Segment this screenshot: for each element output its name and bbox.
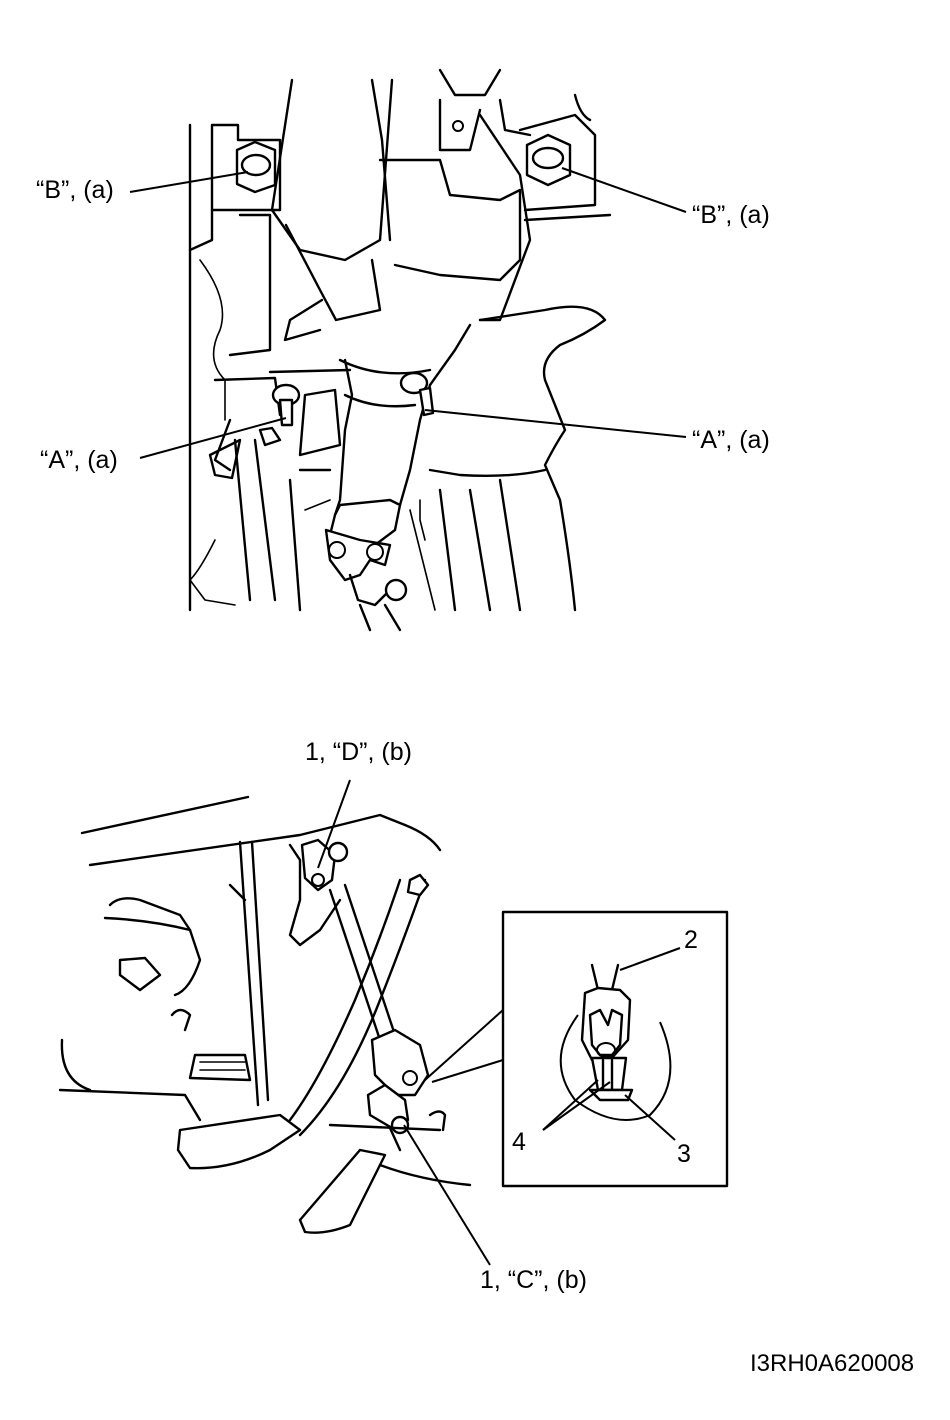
label-b-left: “B”, (a) (36, 176, 114, 204)
label-b-right: “B”, (a) (692, 201, 770, 229)
bottom-illustration (58, 779, 504, 1266)
inset-detail (501, 910, 729, 1188)
label-d-top: 1, “D”, (b) (305, 738, 412, 766)
label-inset-4: 4 (512, 1128, 526, 1156)
label-inset-3: 3 (677, 1140, 691, 1168)
label-c-bottom: 1, “C”, (b) (480, 1266, 587, 1294)
figure-code: I3RH0A620008 (750, 1350, 915, 1377)
top-illustration (129, 68, 687, 632)
label-inset-2: 2 (684, 926, 698, 954)
label-a-left: “A”, (a) (40, 446, 118, 474)
label-a-right: “A”, (a) (692, 426, 770, 454)
